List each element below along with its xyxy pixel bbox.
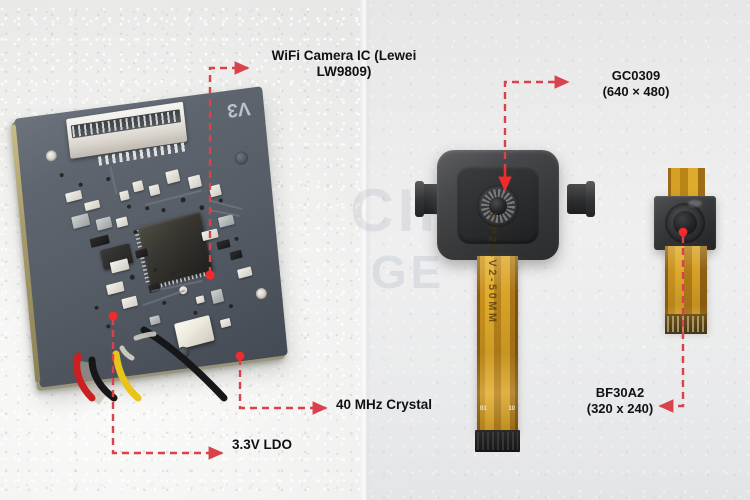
wire-black-1: [88, 356, 118, 402]
ribbon-end-connector: [475, 430, 520, 452]
module-housing: [437, 150, 559, 260]
ribbon-end-connector: [665, 314, 707, 334]
lens-glass: [673, 211, 697, 235]
pin-number-last: 10: [508, 406, 515, 412]
panel-divider: [360, 0, 372, 500]
lens-glass: [489, 197, 507, 215]
pcb-photo-subject: V3: [10, 86, 328, 405]
annotation-label-ldo: 3.3V LDO: [232, 437, 293, 452]
annotation-label-wifi-ic: WiFi Camera IC (Lewei LW9809): [271, 48, 417, 80]
sensor-package: [654, 196, 716, 250]
connector-contacts: [667, 316, 705, 332]
stud-cap: [586, 181, 595, 217]
annotation-label-crystal: 40 MHz Crystal: [336, 397, 433, 412]
ribbon-part-marking: T-P29-V2-50MM: [485, 211, 498, 325]
wire-black-2: [140, 326, 228, 402]
module-mount-stud-right: [567, 181, 595, 217]
stud-cap: [415, 181, 424, 217]
wire-red: [73, 352, 96, 402]
ribbon-sheen: [477, 256, 518, 432]
annotation-label-gc0309: GC0309 (640 × 480): [602, 68, 670, 99]
lens-highlight: [688, 200, 702, 207]
flex-ribbon-cable: T-P29-V2-50MM 01 10: [477, 211, 518, 432]
annotation-label-bf30a2: BF30A2 (320 x 240): [586, 385, 654, 416]
ribbon-pin-numbers: 01 10: [480, 406, 515, 412]
pin-number-first: 01: [480, 406, 487, 412]
power-wires: [73, 326, 228, 405]
wire-yellow: [112, 350, 142, 402]
bf30a2-camera-module: [648, 168, 728, 348]
connector-contacts: [477, 432, 518, 450]
